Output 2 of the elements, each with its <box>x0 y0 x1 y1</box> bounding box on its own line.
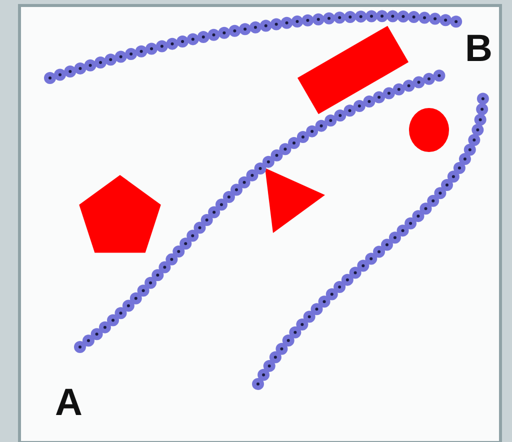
point-label: B <box>465 30 492 68</box>
point-label: A <box>55 384 82 422</box>
